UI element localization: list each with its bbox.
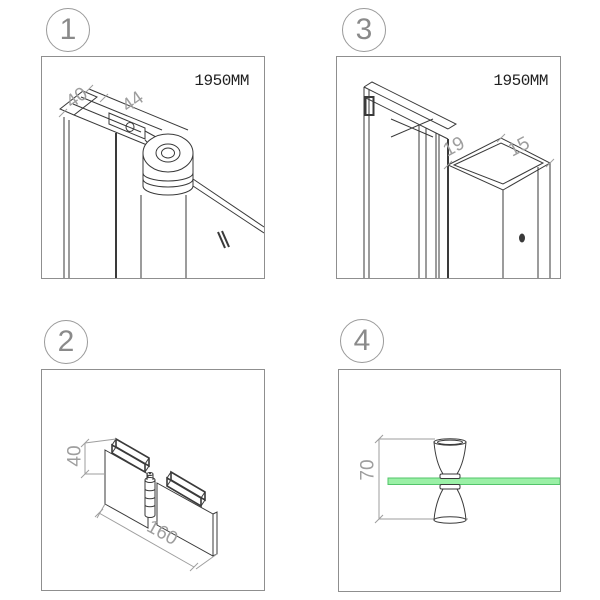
dim-label-70-knob: 70: [357, 459, 379, 481]
panel-1-number: 1: [59, 13, 77, 46]
wall-profile-drawing: [363, 81, 555, 278]
panel-3-box: 19 15 1950MM: [336, 56, 561, 279]
panel-4-box: 70: [338, 369, 561, 592]
length-label-1950mm: 1950MM: [194, 72, 249, 90]
panel-3-badge: 3: [342, 8, 386, 52]
panel-3-number: 3: [355, 13, 373, 46]
panel-1-badge: 1: [46, 8, 90, 52]
panel-2-badge: 2: [44, 320, 88, 364]
panel-2-number: 2: [57, 325, 75, 358]
knob-on-glass-drawing: [374, 434, 560, 524]
length-label-1950mm: 1950MM: [493, 72, 548, 90]
dim-label-40-hinge: 40: [64, 445, 86, 467]
pivot-hinge-drawing: [58, 84, 264, 278]
panel-2-box: 40 160: [41, 369, 265, 591]
panel-1-box: 40 44 1950MM: [41, 56, 265, 279]
panel-4-badge: 4: [340, 319, 384, 363]
glass-hinge-drawing: [80, 437, 218, 572]
glass-strip: [387, 477, 560, 485]
panel-4-number: 4: [353, 324, 371, 357]
